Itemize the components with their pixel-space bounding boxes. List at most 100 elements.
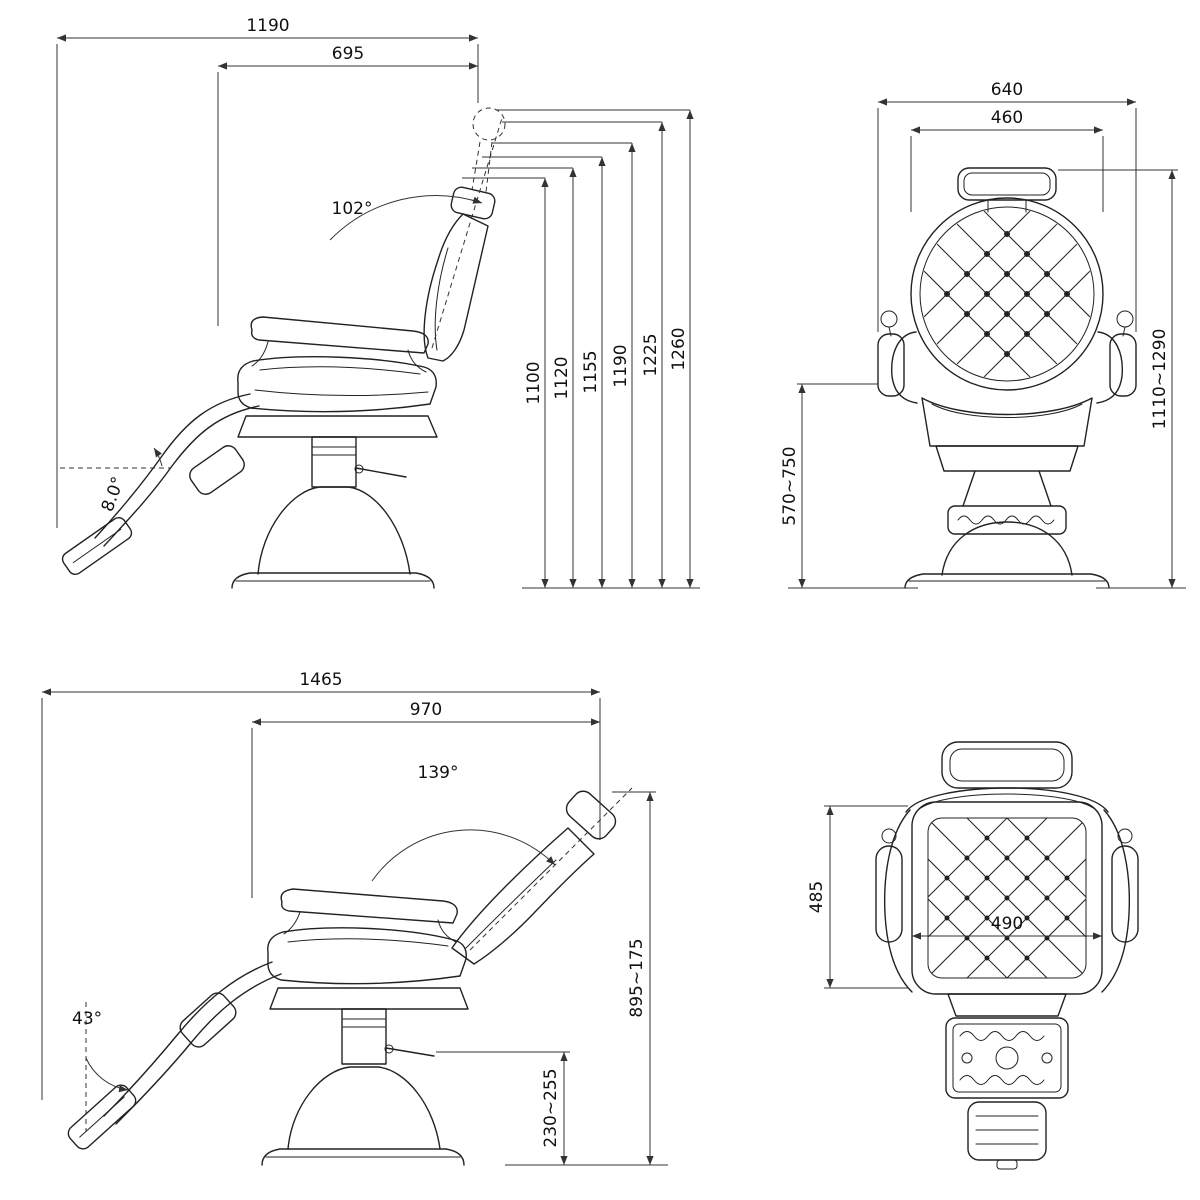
seat-front-line [931, 403, 1083, 418]
footrest-plate-inner [952, 1023, 1062, 1093]
armrest-right [1101, 809, 1131, 993]
dim-label-seat-depth: 485 [807, 881, 827, 913]
chair-top [875, 741, 1139, 1170]
dim-label-overall-width: 640 [991, 80, 1023, 100]
pump-lever [385, 1047, 435, 1057]
dim-label-overall-width: 1190 [246, 16, 289, 36]
dim-label-height: 1225 [641, 333, 661, 376]
pump-pivot [354, 464, 364, 474]
footstep-tab [996, 1159, 1018, 1170]
backrest-top-inner [915, 793, 1099, 813]
angle-arc-102 [329, 195, 483, 241]
seat-frame [935, 445, 1079, 472]
backrest [451, 827, 595, 965]
dim-label-height: 1190 [611, 344, 631, 387]
view-top: 485 490 [807, 741, 1139, 1170]
hydraulic-column [341, 1008, 387, 1065]
footplate [947, 505, 1067, 535]
backrest-buttons [944, 231, 1070, 357]
footrest-strut [94, 393, 251, 539]
footstep [967, 1101, 1047, 1161]
footrest-hanger [962, 470, 976, 507]
seat-frame [237, 415, 438, 438]
angle-label-seat: 8.0° [98, 474, 129, 514]
view-front: 640 460 [780, 80, 1186, 589]
backrest [423, 213, 489, 362]
seat-frame [269, 987, 469, 1010]
armrest-pad-right [1111, 845, 1139, 943]
armrest-support [251, 341, 269, 367]
chair-side-reclined [67, 790, 617, 1166]
angle-label-backrest: 139° [418, 763, 459, 783]
headrest-pin-phantom [471, 141, 481, 191]
seat-cushion [267, 927, 467, 985]
hydraulic-column [311, 436, 357, 488]
footplate [67, 1084, 137, 1150]
footrest-strut [115, 973, 282, 1125]
angle-arc-43 [85, 1057, 129, 1093]
seat-cushion [237, 356, 437, 413]
armrest-knob-left [880, 310, 898, 328]
dim-label-lever-height-range: 230~255 [541, 1068, 561, 1147]
armrest [280, 888, 458, 924]
dim-label-inner-width: 460 [991, 108, 1023, 128]
armrest [250, 316, 429, 354]
seat-tuft-line [287, 938, 449, 947]
chair-side-upright [61, 107, 506, 589]
chair-front [877, 167, 1137, 589]
seat-front [921, 397, 1093, 447]
base-rim [904, 573, 1110, 589]
backrest-cushion-line [434, 247, 449, 351]
base-bell [257, 486, 411, 575]
footplate [61, 516, 133, 576]
footplate-ornament [957, 515, 1055, 525]
dim-label-height: 1260 [669, 327, 689, 370]
armrest-left [891, 331, 918, 404]
headrest [450, 186, 496, 220]
base-rim [261, 1148, 465, 1166]
armrest-pad-left [877, 333, 905, 397]
footrest-strut [103, 405, 260, 547]
headrest [957, 167, 1057, 201]
backrest-tufting [921, 208, 1093, 380]
dim-label-height: 1120 [552, 356, 572, 399]
headrest [565, 790, 617, 840]
angle-label-footrest: 43° [72, 1009, 102, 1029]
dim-label-seat-width: 490 [991, 914, 1023, 934]
knob-stem [1122, 326, 1126, 337]
backrest-axis-phantom [431, 117, 503, 349]
footrest-rosette [995, 1046, 1019, 1070]
backrest-axis-phantom [469, 787, 633, 951]
footrest-plate [945, 1017, 1069, 1099]
armrest-right [1096, 331, 1123, 404]
dim-label-overall-height-range: 895~175 [627, 938, 647, 1017]
armrest-support [283, 911, 301, 935]
calf-pad [179, 992, 237, 1048]
base-rim [231, 572, 435, 589]
headrest-inner [963, 172, 1051, 196]
footrest-ornament-dot [1041, 1052, 1053, 1064]
armrest-knob-right [1117, 828, 1133, 844]
dim-label-seat-height-range: 570~750 [780, 446, 800, 525]
view-side-upright: 1190 695 1100 1120 1155 1190 1225 1260 [56, 16, 700, 589]
footrest-ornament [959, 1075, 1045, 1085]
dim-label-seat-width: 695 [332, 44, 364, 64]
footrest-hanger [1038, 470, 1052, 507]
pump-lever [355, 467, 407, 478]
seat-tuft-line [259, 366, 421, 375]
backrest [910, 197, 1104, 391]
armrest-support [407, 349, 427, 373]
view-side-reclined: 1465 970 [41, 670, 668, 1166]
base-bell [287, 1066, 441, 1150]
dim-label-recline-length: 970 [410, 700, 442, 720]
headrest-inner [949, 748, 1065, 782]
pump-pivot [384, 1044, 394, 1054]
angle-arc-139 [371, 829, 556, 882]
armrest-support [437, 919, 457, 943]
footrest-ornament [959, 1031, 1045, 1041]
armrest-left [883, 809, 913, 993]
backrest-cushion-line [465, 859, 557, 949]
armrest-pad-left [875, 845, 903, 943]
